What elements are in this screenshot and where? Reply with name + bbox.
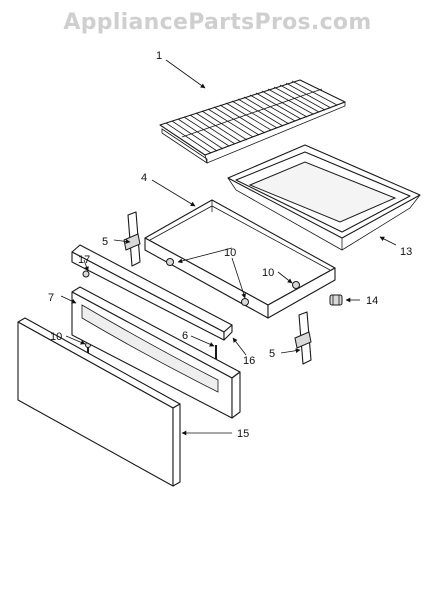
screw-part-10-a[interactable]: [166, 258, 174, 266]
callout-15: 15: [237, 428, 249, 440]
rack-part-1[interactable]: [159, 79, 346, 164]
drawer-panel-part-7[interactable]: [71, 286, 241, 419]
callout-5-upper: 5: [102, 236, 108, 248]
callout-17: 17: [78, 254, 90, 266]
callout-10-center: 10: [224, 247, 236, 259]
callout-6: 6: [182, 330, 188, 342]
callout-7: 7: [48, 292, 54, 304]
rail-part-16[interactable]: [71, 244, 233, 341]
clip-part-14[interactable]: [329, 294, 343, 306]
slide-part-5-upper[interactable]: [123, 211, 141, 267]
clip-part-17[interactable]: [82, 270, 90, 278]
screw-part-10-c[interactable]: [241, 298, 249, 306]
site-watermark: AppliancePartsPros.com: [63, 10, 372, 35]
callout-13: 13: [400, 246, 412, 258]
callout-4: 4: [141, 172, 147, 184]
callout-10-left: 10: [50, 331, 62, 343]
callout-14: 14: [366, 295, 378, 307]
callout-1: 1: [156, 50, 162, 62]
screw-part-10-b[interactable]: [292, 281, 300, 289]
broiler-pan-part-13[interactable]: [227, 144, 421, 251]
slide-part-5-lower[interactable]: [294, 311, 312, 365]
callout-16: 16: [243, 355, 255, 367]
drawer-front-part-15[interactable]: [17, 317, 181, 487]
leader-lines: [60, 59, 397, 436]
callout-10-right: 10: [262, 267, 274, 279]
callout-5-lower: 5: [269, 348, 275, 360]
